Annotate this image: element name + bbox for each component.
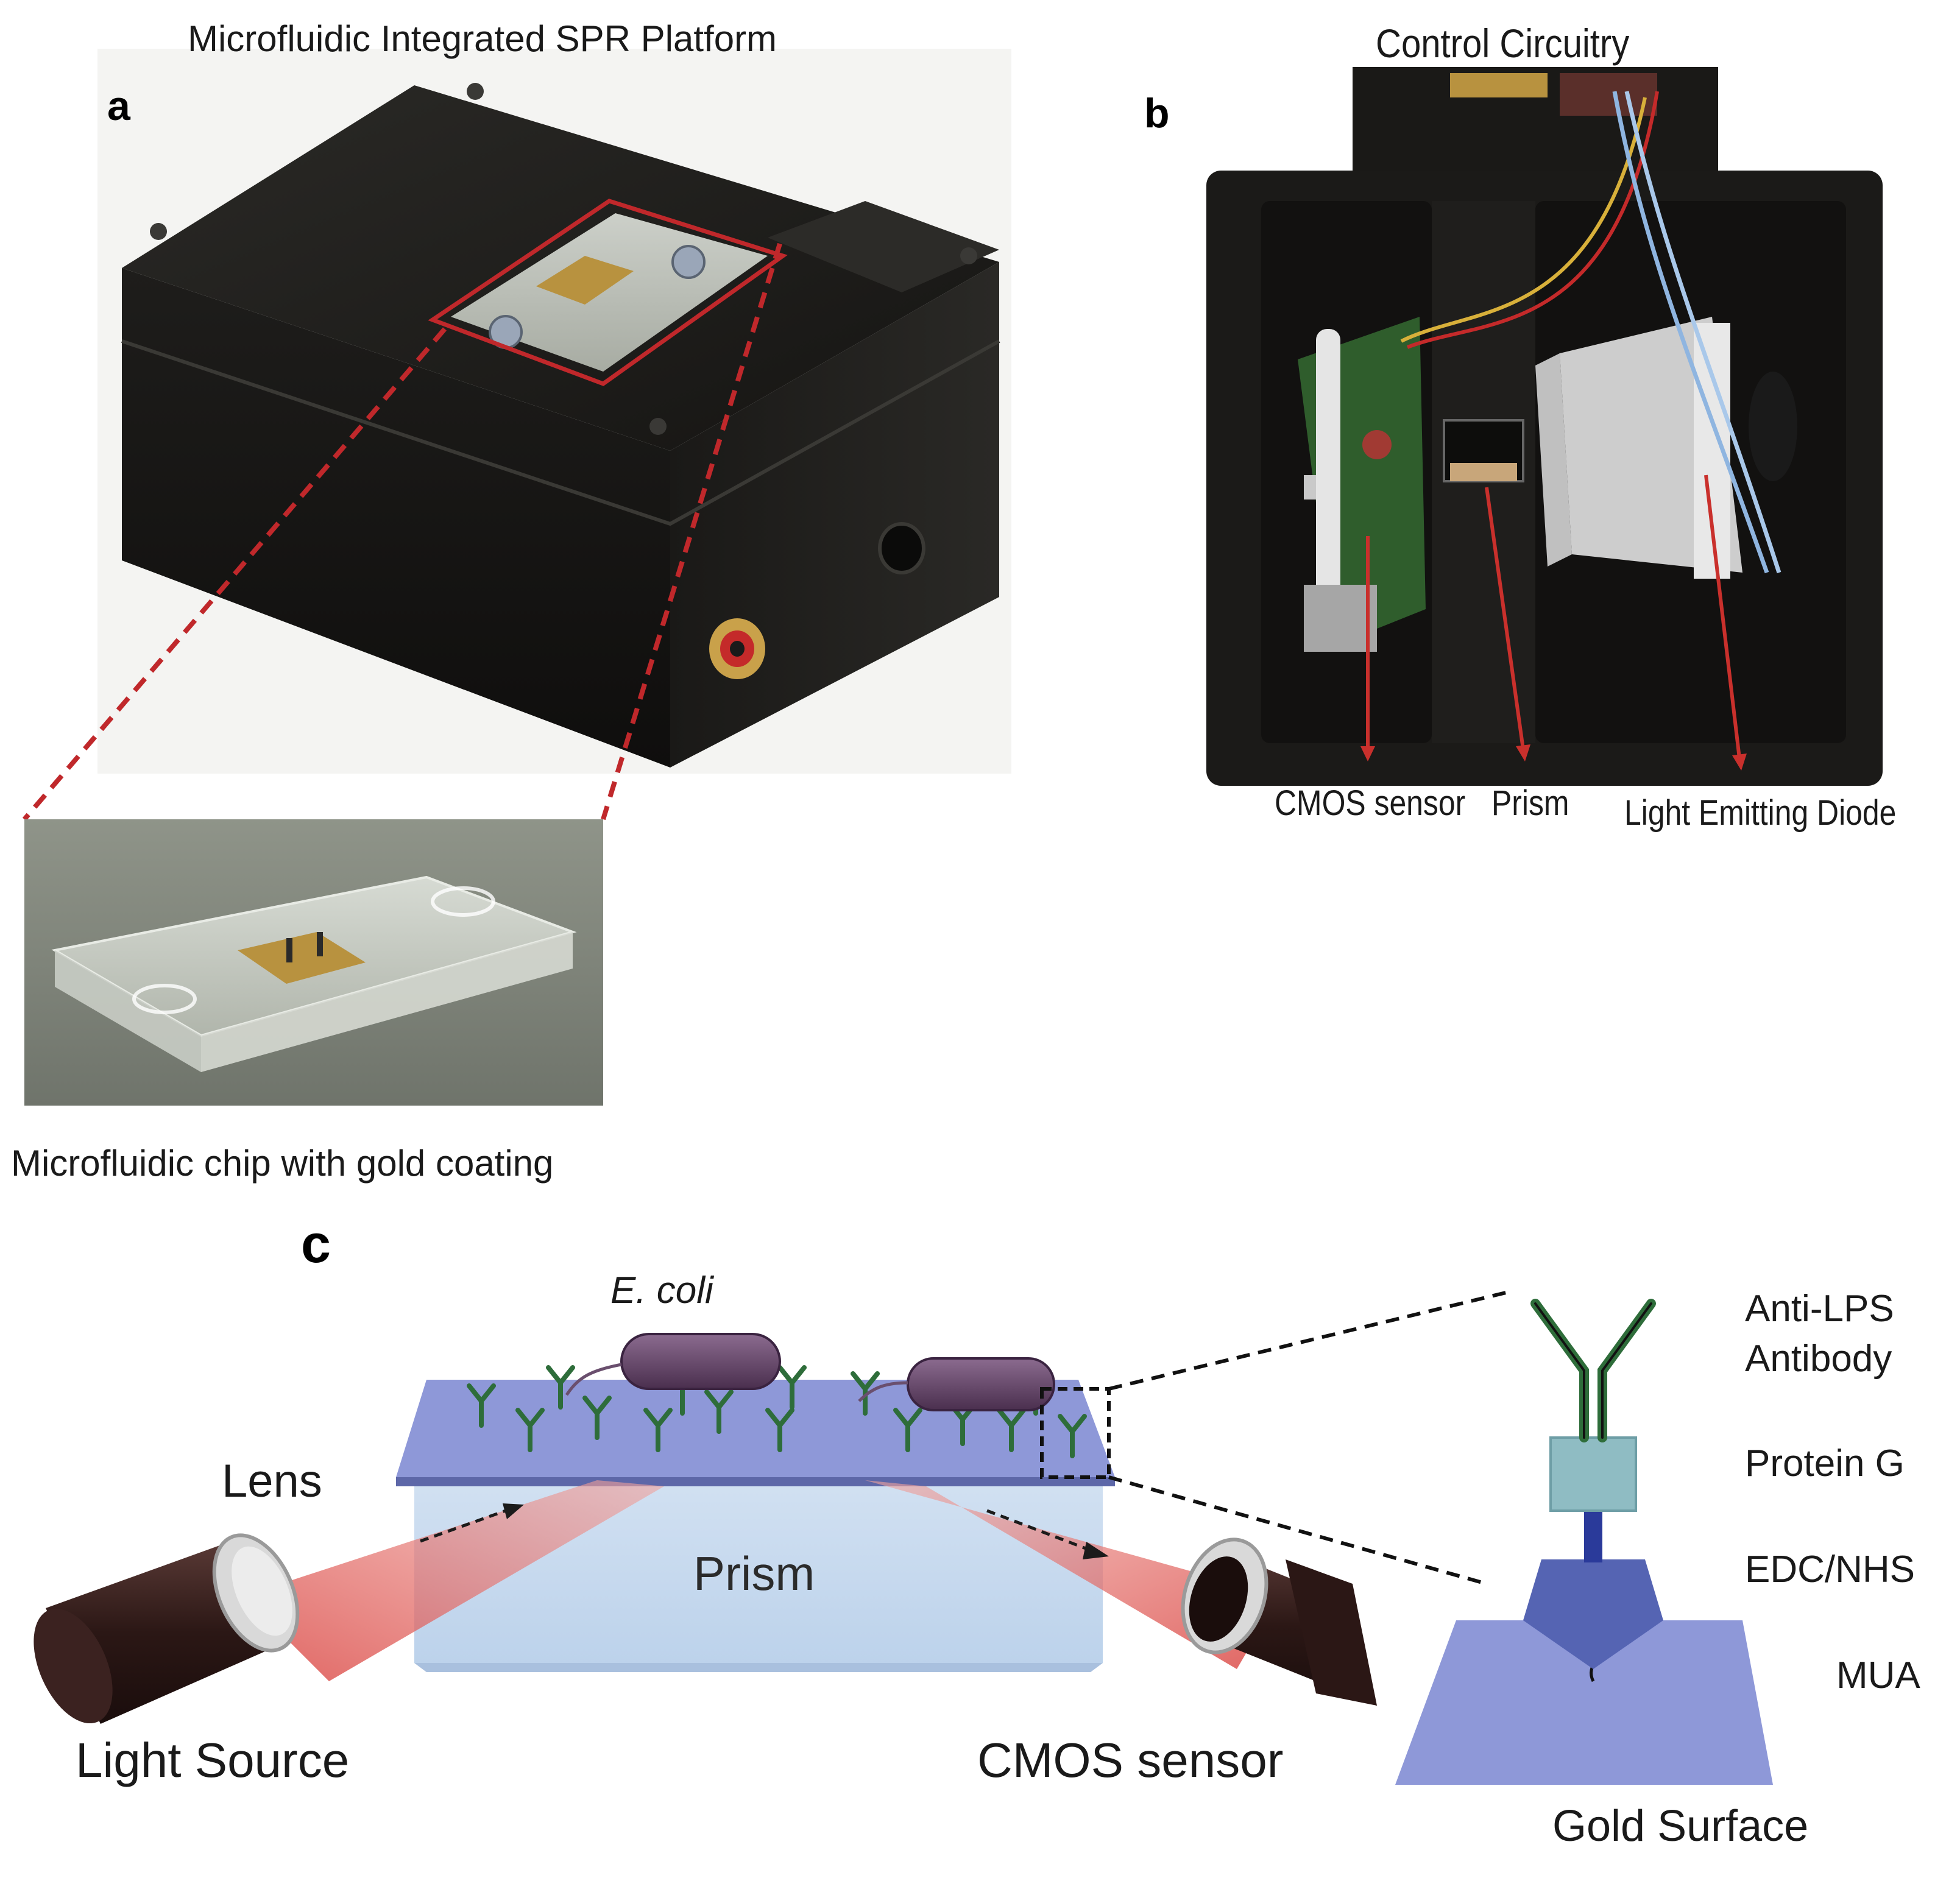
label-prism-c: Prism <box>693 1547 815 1600</box>
label-cmos-sensor-b: CMOS sensor <box>1275 783 1466 823</box>
panel-a-letter: a <box>107 83 130 129</box>
incident-beam <box>244 1480 664 1681</box>
panel-b-letter: b <box>1144 90 1170 136</box>
anti-lps-antibody <box>1530 1299 1656 1442</box>
label-ecoli: E. coli <box>610 1269 713 1311</box>
edc-nhs-block <box>1523 1559 1663 1669</box>
label-light-source: Light Source <box>76 1733 350 1787</box>
label-prism-b: Prism <box>1491 783 1569 823</box>
protein-g-block <box>1549 1436 1637 1512</box>
chip-inset-caption: Microfluidic chip with gold coating <box>11 1143 554 1184</box>
open-device-photo-b <box>1060 24 1931 810</box>
layer-label-antibody-2: Antibody <box>1745 1338 1892 1380</box>
chip-highlight-outline <box>428 199 788 386</box>
reflected-beam <box>865 1480 1279 1669</box>
zoom-line-right <box>601 242 782 821</box>
surface-chemistry-stack <box>1395 1299 1773 1785</box>
spr-schematic-c <box>34 1290 1512 1724</box>
layer-label-protein-g: Protein G <box>1745 1442 1905 1484</box>
cmos-sensor-cylinder <box>1181 1537 1377 1706</box>
layer-label-edc-nhs: EDC/NHS <box>1745 1548 1916 1590</box>
ecoli-cells <box>565 1333 1055 1411</box>
layer-label-mua: MUA <box>1836 1654 1920 1696</box>
zoom-line-left <box>22 327 447 821</box>
panel-b-title: Control Circuitry <box>1376 21 1630 66</box>
label-led-b: Light Emitting Diode <box>1624 793 1897 833</box>
label-cmos-sensor-c: CMOS sensor <box>977 1733 1284 1787</box>
chip-inset-photo <box>24 819 603 1106</box>
gold-surface-slab <box>1395 1620 1773 1785</box>
light-source-cylinder <box>34 1533 300 1724</box>
device-photo-a <box>97 49 1011 774</box>
panel-c-letter: c <box>301 1213 331 1274</box>
layer-label-gold-surface: Gold Surface <box>1552 1802 1809 1851</box>
layer-label-antibody-1: Anti-LPS <box>1745 1288 1894 1330</box>
panel-a-title: Microfluidic Integrated SPR Platform <box>188 18 777 59</box>
zoom-box <box>1040 1387 1111 1479</box>
pointer-arrows <box>1360 475 1747 771</box>
label-lens: Lens <box>222 1455 322 1507</box>
